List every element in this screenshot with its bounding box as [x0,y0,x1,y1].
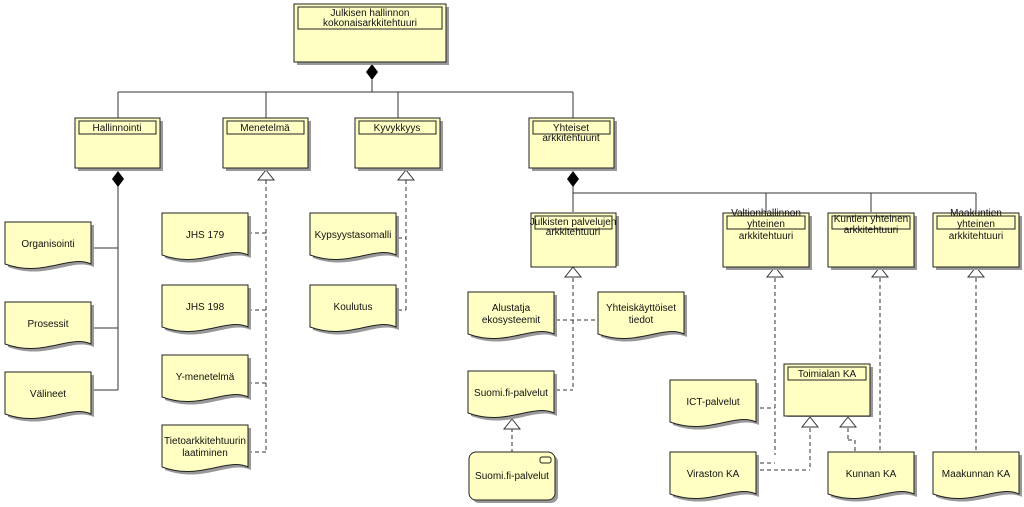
document-shape [669,451,757,499]
node-organisointi-label: Organisointi [21,239,74,250]
node-suomifi-app[interactable]: Suomi.fi-palvelut [468,451,558,503]
document-shape [309,212,397,260]
node-kunnan[interactable]: Kunnan KA [827,451,917,502]
node-jhs198[interactable]: JHS 198 [161,284,251,335]
document-shape [161,354,249,402]
node-suomifi[interactable]: Suomi.fi-palvelut [467,370,557,421]
node-koulutus-label: Koulutus [334,302,373,313]
realization-triangle [800,416,820,428]
node-maakunnan[interactable]: Maakunnan KA [932,451,1022,502]
document-shape [669,379,757,427]
node-jhs179-label: JHS 179 [186,230,225,241]
node-suomifi-label: Suomi.fi-palvelut [474,388,548,399]
document-shape [597,291,685,339]
node-valtio-line2: yhteinen [747,219,785,230]
node-yhteiset-line2: arkkitehtuurit [542,133,599,144]
document-shape [4,221,92,269]
node-jhs179[interactable]: JHS 179 [161,212,251,263]
realization-triangle [870,266,890,278]
node-suomifi-app-label: Suomi.fi-palvelut [475,471,549,482]
node-alusta-label: Alustatja [492,303,531,314]
node-koulutus[interactable]: Koulutus [309,284,399,335]
node-yhteiskayttoiset-label: tiedot [629,315,654,326]
node-kuntien[interactable]: Kuntien yhteinen arkkitehtuuri [827,212,917,270]
node-valtio[interactable]: Valtionhallinnon yhteinen arkkitehtuuri [722,208,812,270]
node-valtio-line3: arkkitehtuuri [739,231,793,242]
node-ymenetelma-label: Y-menetelmä [176,372,235,383]
realization-triangle [563,266,583,278]
node-toimiala-label: Toimialan KA [798,369,857,380]
node-kuntien-line2: arkkitehtuuri [844,225,898,236]
node-root[interactable]: Julkisen hallinnon kokonaisarkkitehtuuri [293,3,449,65]
node-kyvykkyys-label: Kyvykkyys [374,123,421,134]
node-ymenetelma[interactable]: Y-menetelmä [161,354,251,405]
document-shape [161,424,249,472]
node-valtio-line1: Valtionhallinnon [731,208,801,219]
document-shape [467,291,555,339]
node-maakuntien-line2: yhteinen [957,219,995,230]
node-hallinnointi-label: Hallinnointi [93,123,142,134]
document-shape [4,301,92,349]
node-ict[interactable]: ICT-palvelut [669,379,759,430]
node-kunnan-label: Kunnan KA [846,469,897,480]
realization-triangle [502,418,522,430]
node-organisointi[interactable]: Organisointi [4,221,94,272]
document-shape [161,212,249,260]
document-shape [161,284,249,332]
node-tietoarkkitehtuuri-label: Tietoarkkitehtuurin [164,436,246,447]
composition-diamond [366,64,378,80]
document-shape [467,370,555,418]
realization-triangle [765,266,785,278]
node-julkisten-line1: Julkisten palvelujen [530,217,617,228]
node-yhteiskayttoiset-label: Yhteiskäyttöiset [606,303,676,314]
node-yhteiset-line1: Yhteiset [553,123,589,134]
node-valineet-label: Välineet [30,389,66,400]
document-shape [932,451,1020,499]
node-hallinnointi[interactable]: Hallinnointi [74,117,163,171]
node-yhteiset[interactable]: Yhteiset arkkitehtuurit [528,117,617,171]
node-virasto-label: Viraston KA [687,469,740,480]
node-tietoarkkitehtuuri-label: laatiminen [182,448,228,459]
node-maakuntien-line1: Maakuntien [950,208,1002,219]
realization-triangle [396,169,416,181]
node-valineet[interactable]: Välineet [4,371,94,422]
connector-heads [112,64,986,430]
document-shape [309,284,397,332]
node-menetelma[interactable]: Menetelmä [222,117,311,171]
node-ict-label: ICT-palvelut [686,397,740,408]
realization-triangle [838,416,858,428]
node-kypsyystasomalli-label: Kypsyystasomalli [315,230,392,241]
node-root-line2: kokonaisarkkitehtuuri [323,18,417,29]
node-kypsyystasomalli[interactable]: Kypsyystasomalli [309,212,399,263]
document-shape [4,371,92,419]
node-maakuntien[interactable]: Maakuntien yhteinen arkkitehtuuri [932,208,1022,270]
composition-diamond [112,171,124,187]
node-virasto[interactable]: Viraston KA [669,451,759,502]
node-root-line1: Julkisen hallinnon [331,8,410,19]
node-toimiala[interactable]: Toimialan KA [783,363,873,417]
realization-triangle [966,266,986,278]
node-prosessit[interactable]: Prosessit [4,301,94,352]
realization-triangle [256,169,276,181]
node-jhs198-label: JHS 198 [186,302,225,313]
node-maakunnan-label: Maakunnan KA [942,469,1011,480]
component-icon [539,456,552,464]
node-kuntien-line1: Kuntien yhteinen [834,214,909,225]
composition-diamond [567,171,579,187]
node-menetelma-label: Menetelmä [240,123,290,134]
node-julkisten[interactable]: Julkisten palvelujen arkkitehtuuri [530,212,619,268]
node-prosessit-label: Prosessit [27,319,68,330]
node-alusta-label: ekosysteemit [482,315,541,326]
node-maakuntien-line3: arkkitehtuuri [949,231,1003,242]
node-kyvykkyys[interactable]: Kyvykkyys [354,117,443,171]
document-shape [827,451,915,499]
node-julkisten-line2: arkkitehtuuri [546,227,600,238]
